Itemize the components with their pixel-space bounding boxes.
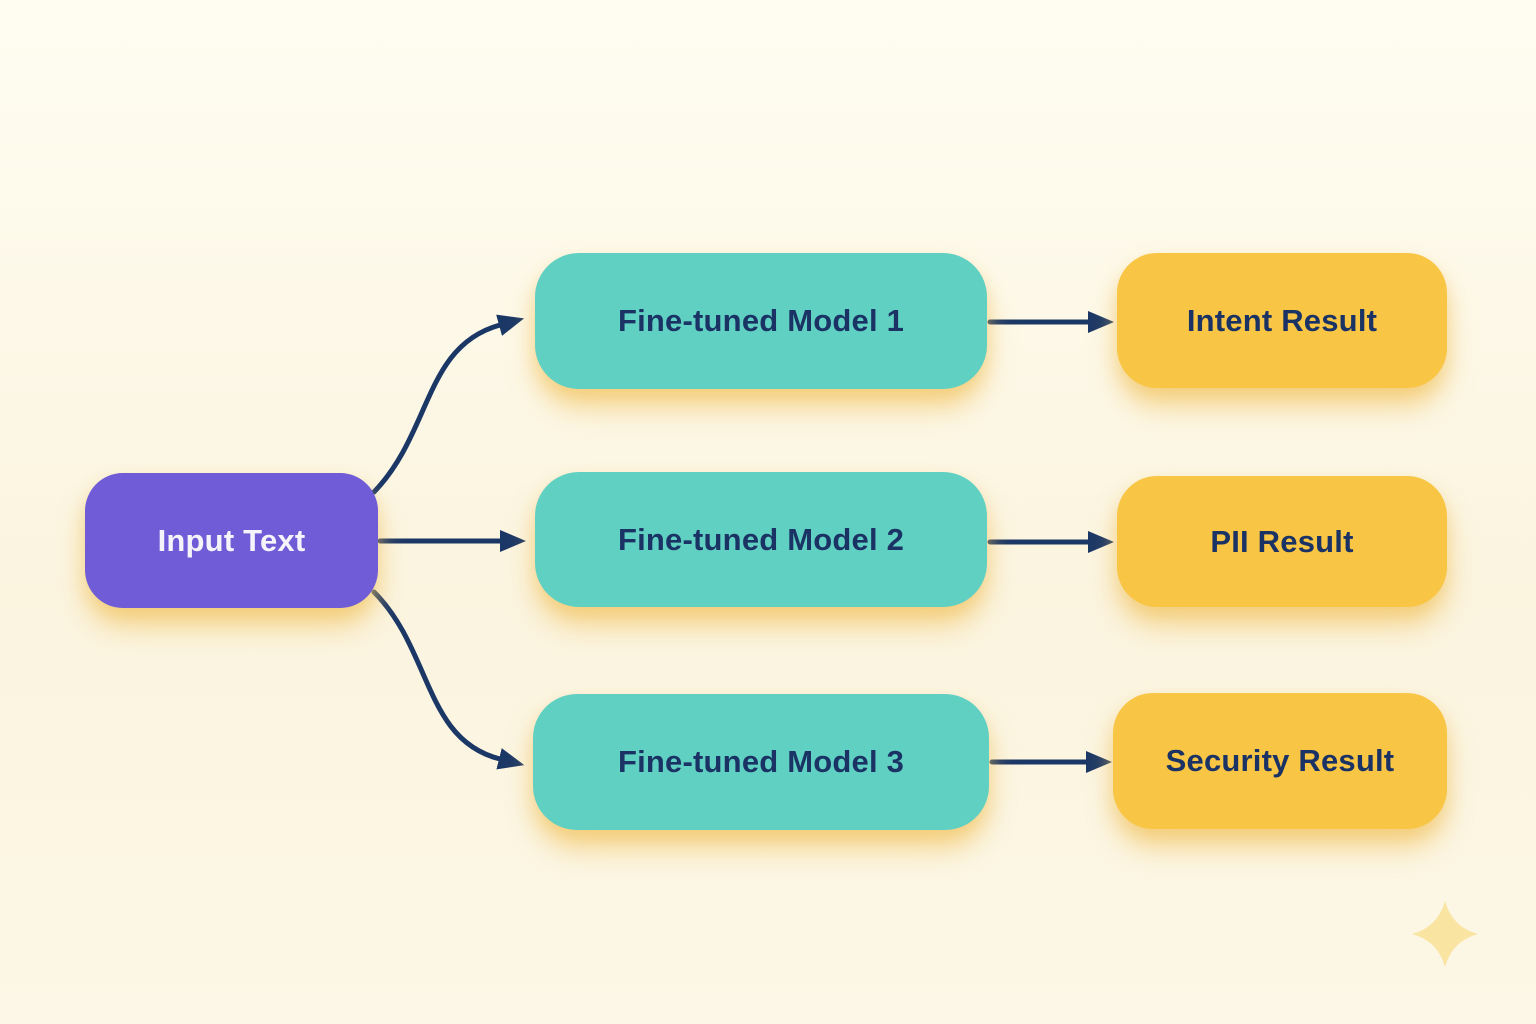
node-fine-tuned-model-3: Fine-tuned Model 3 — [533, 694, 989, 830]
arrow-input-to-model1 — [371, 314, 525, 495]
node-pii-result: PII Result — [1117, 476, 1447, 607]
node-fine-tuned-model-2: Fine-tuned Model 2 — [535, 472, 987, 607]
node-pii-result-label: PII Result — [1210, 523, 1354, 559]
node-fine-tuned-model-2-label: Fine-tuned Model 2 — [617, 521, 905, 557]
arrow-input-to-model3 — [371, 589, 525, 770]
node-security-result-label: Security Result — [1165, 743, 1395, 778]
node-security-result: Security Result — [1113, 693, 1447, 829]
node-input-text: Input Text — [85, 473, 378, 608]
node-intent-result-label: Intent Result — [1186, 302, 1378, 338]
node-fine-tuned-model-1-label: Fine-tuned Model 1 — [617, 303, 905, 338]
node-fine-tuned-model-1: Fine-tuned Model 1 — [535, 253, 987, 389]
node-intent-result: Intent Result — [1117, 253, 1447, 388]
node-input-text-label: Input Text — [157, 522, 306, 558]
node-fine-tuned-model-3-label: Fine-tuned Model 3 — [617, 744, 905, 779]
sparkle-icon — [1412, 901, 1478, 967]
